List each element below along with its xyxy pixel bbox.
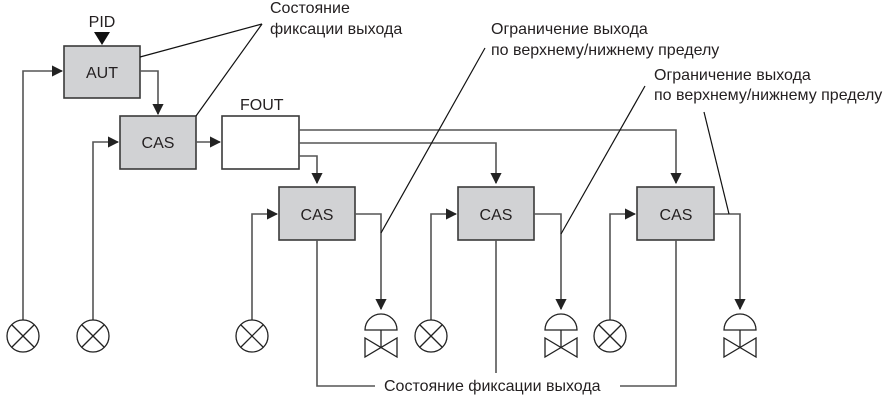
- cas-1-to-valve-wire: [355, 213, 387, 311]
- aut-block-label: AUT: [86, 65, 118, 82]
- sensor-icon: [414, 319, 448, 353]
- pid-label: PID: [89, 14, 116, 31]
- hold-state-top-line2: фиксации выхода: [270, 21, 402, 38]
- control-valve-icon: [364, 313, 398, 359]
- limit-1-line2: по верхнему/нижнему пределу: [491, 42, 719, 59]
- cas-2-block[interactable]: [457, 186, 535, 241]
- cas-main-block-label: CAS: [142, 135, 175, 152]
- aut-to-cas-wire: [140, 70, 164, 116]
- cas-1-block[interactable]: [278, 186, 356, 241]
- aut-feedback-wire: [22, 65, 64, 320]
- limit-1-callout: [380, 47, 486, 234]
- loop-1: CAS: [251, 186, 387, 387]
- cas-2-feedback-wire: [430, 208, 458, 320]
- control-valve-icon: [544, 313, 578, 359]
- cas-1-hold-wire: [316, 240, 375, 387]
- loop-3: CAS: [609, 186, 746, 387]
- cas-1-feedback-wire: [251, 208, 279, 320]
- pid-input-triangle-icon: [94, 32, 110, 45]
- sensor-icon: [593, 319, 627, 353]
- cas-2-block-label: CAS: [480, 207, 513, 224]
- sensor-icon: [235, 319, 269, 353]
- fout-to-cas1-wire: [299, 155, 323, 185]
- cas-main-feedback-wire: [92, 136, 120, 320]
- loop-2: CAS: [430, 186, 567, 373]
- limit-2-callout-b: [703, 111, 730, 215]
- fout-to-cas3-wire: [299, 129, 682, 185]
- limit-2-callout-a: [560, 85, 646, 235]
- cas-1-block-label: CAS: [301, 207, 334, 224]
- fout-to-cas2-wire: [299, 142, 502, 185]
- cas-3-to-valve-wire: [714, 213, 746, 311]
- cas-3-feedback-wire: [609, 208, 637, 320]
- limit-1-line1: Ограничение выхода: [491, 21, 648, 38]
- hold-state-callout-aut: [139, 23, 263, 58]
- limit-2-line2: по верхнему/нижнему пределу: [654, 87, 882, 104]
- cas-2-to-valve-wire: [534, 213, 567, 311]
- aut-block[interactable]: [63, 45, 141, 99]
- hold-state-bottom: Состояние фиксации выхода: [384, 378, 601, 395]
- cas-main-block[interactable]: [119, 115, 197, 170]
- fout-label: FOUT: [240, 97, 284, 114]
- cas-3-block-label: CAS: [660, 207, 693, 224]
- hold-state-callout-cas: [195, 23, 263, 117]
- fout-block[interactable]: [221, 115, 300, 170]
- control-valve-icon: [723, 313, 757, 359]
- sensor-icon: [6, 319, 40, 353]
- cas-3-hold-wire: [620, 240, 677, 387]
- sensor-icon: [76, 319, 110, 353]
- hold-state-top-line1: Состояние: [270, 0, 350, 17]
- limit-2-line1: Ограничение выхода: [654, 67, 811, 84]
